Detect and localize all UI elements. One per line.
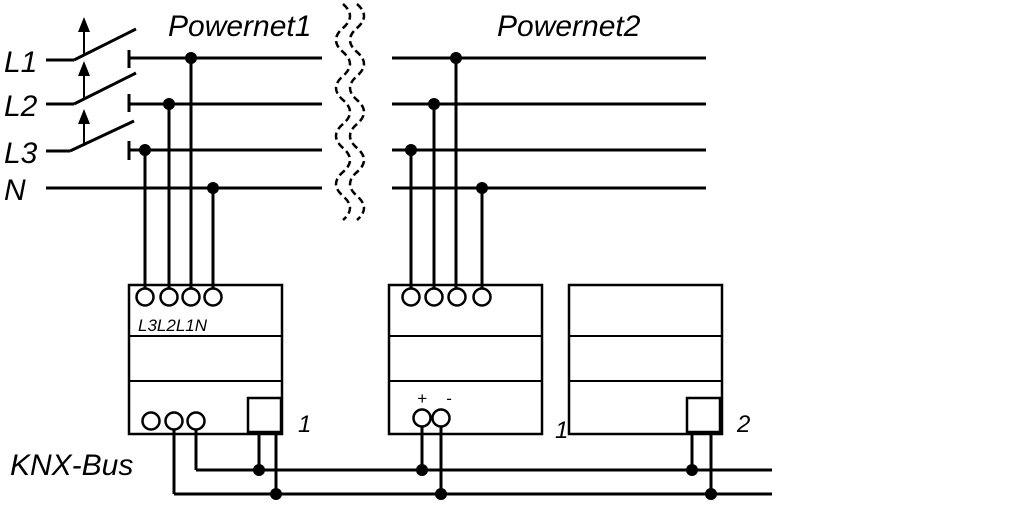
switch-group [46,17,137,160]
device-3-number: 2 [736,411,750,438]
line-label-l3: L3 [4,137,38,170]
device-1-terminal-labels: L3L2L1N [138,316,208,335]
device-2-minus-label: - [446,389,452,408]
device-2-number: 1 [555,417,568,444]
knx-bus-label: KNX-Bus [10,449,133,482]
device-2-plus-label: + [417,389,427,408]
device-1: L3L2L1N 1 [127,52,311,438]
device-2: + - 1 [387,52,568,444]
line-label-n: N [4,174,26,207]
line-label-l2: L2 [4,90,38,123]
device-1-number: 1 [298,411,311,438]
powernet1-label: Powernet1 [168,10,311,43]
network-break [334,3,366,221]
knx-bus: KNX-Bus [10,426,772,500]
powernet1-lines [46,56,322,190]
powernet2-lines [392,56,706,190]
powernet2-label: Powernet2 [497,10,641,43]
line-label-l1: L1 [4,46,37,79]
device-3: 2 [567,283,750,438]
